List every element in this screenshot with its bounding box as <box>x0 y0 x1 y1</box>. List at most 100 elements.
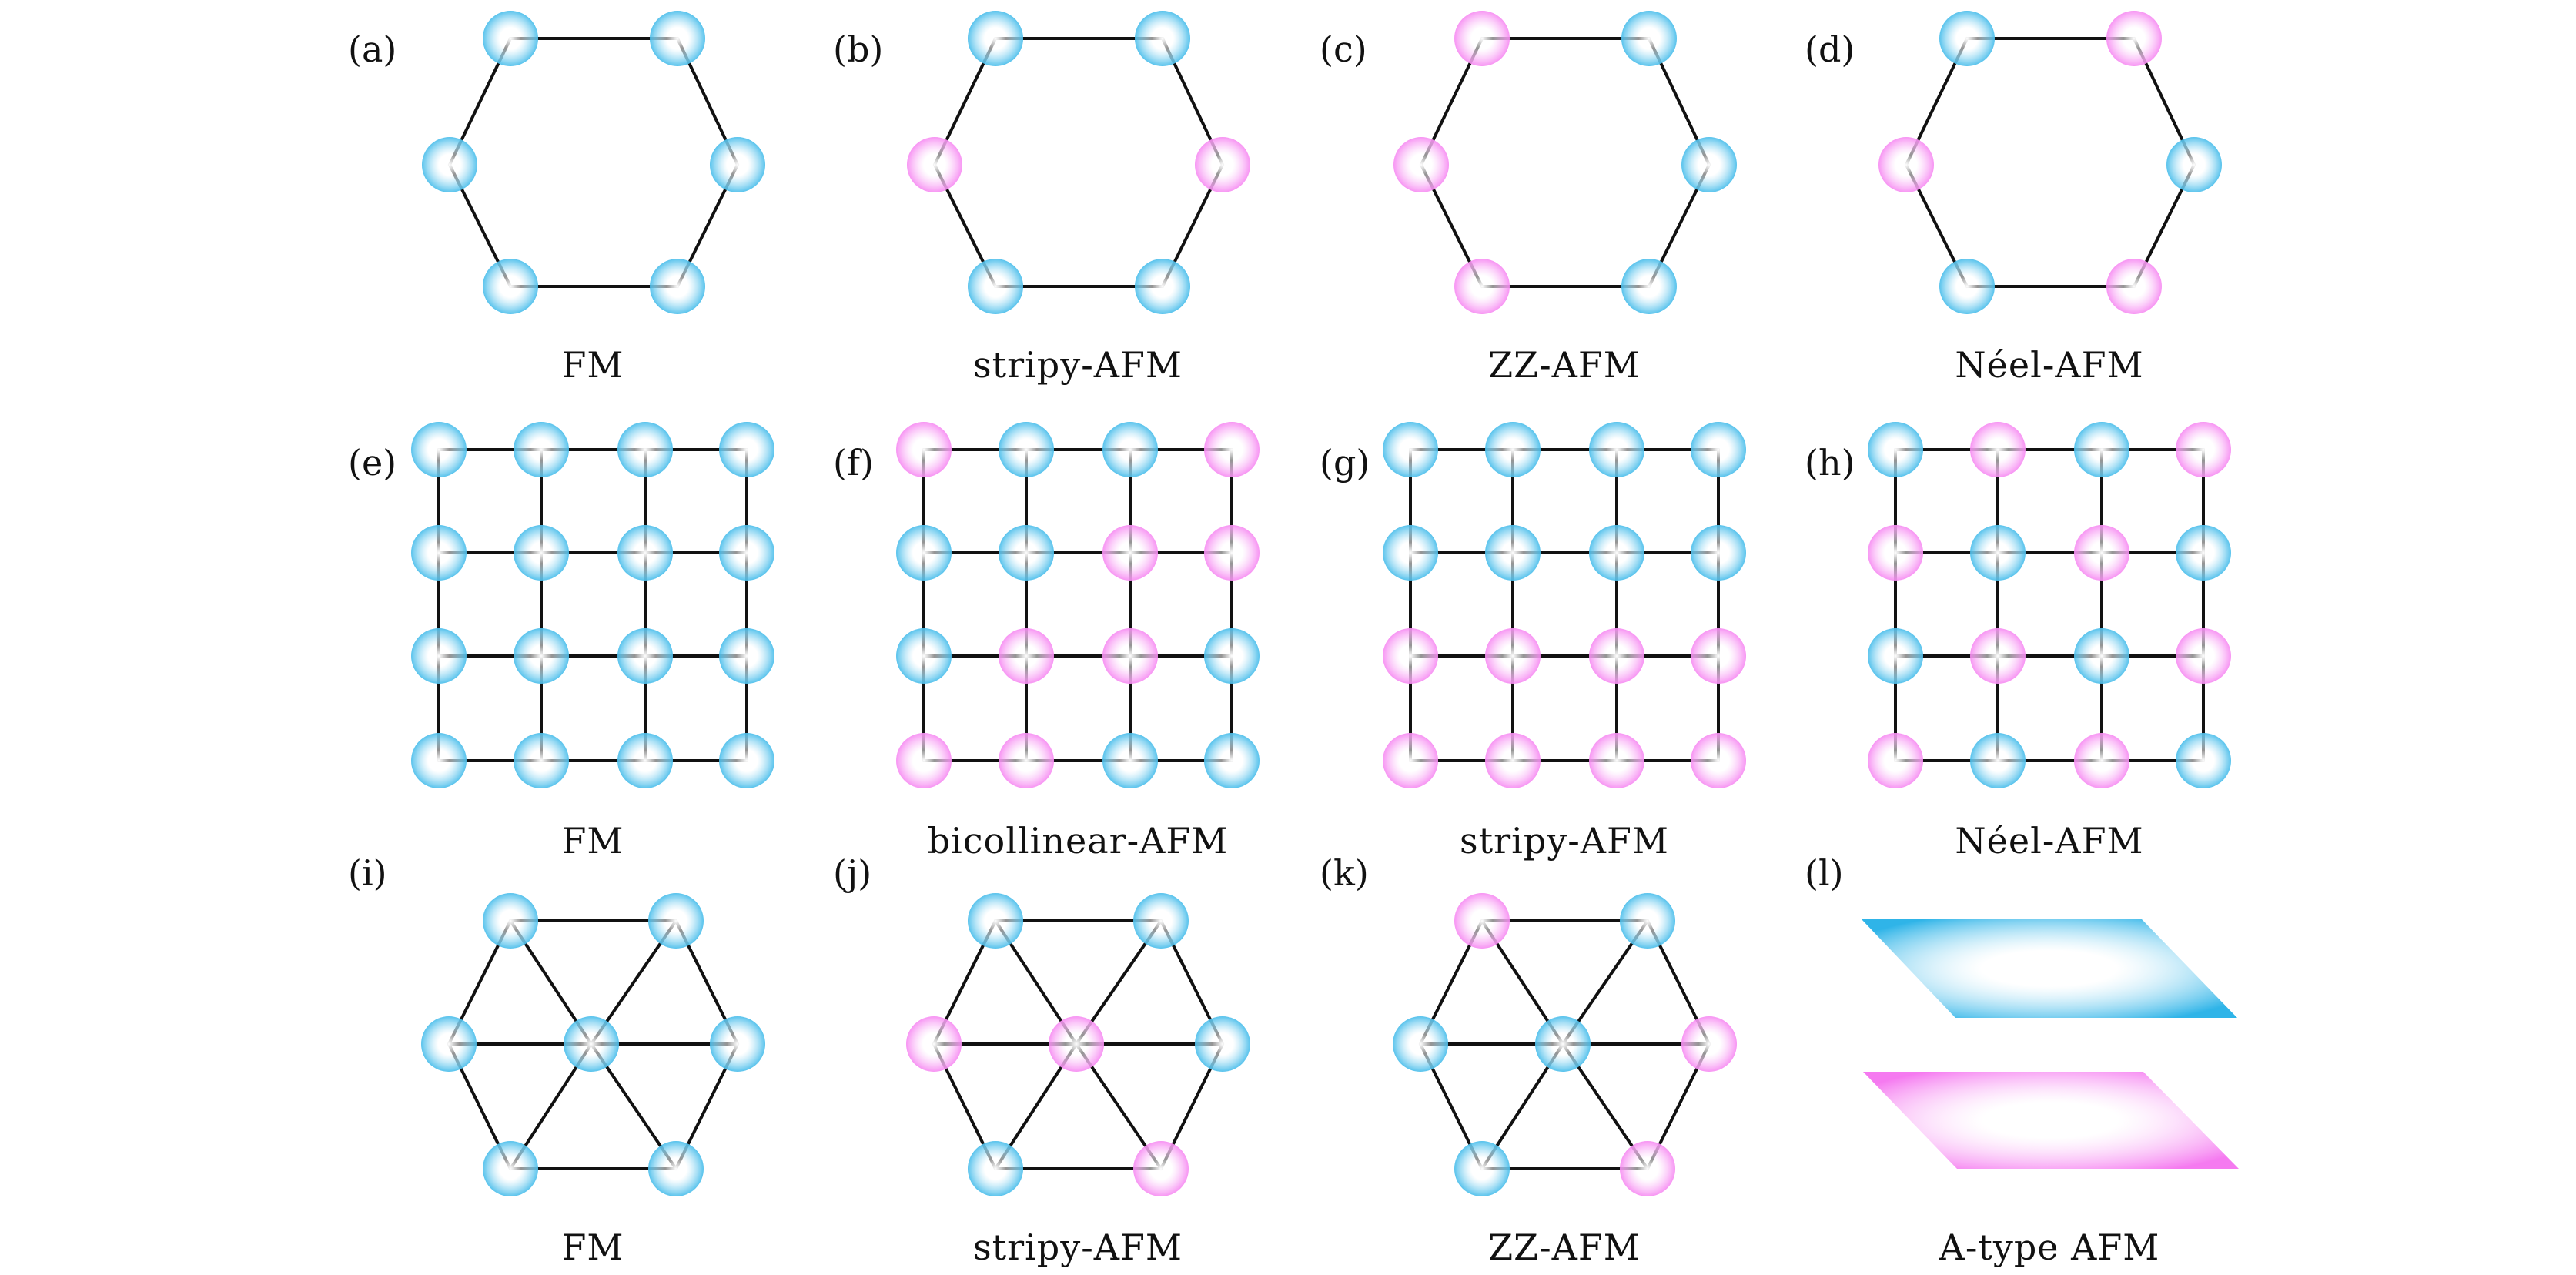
panel-label: (l) <box>1805 852 1844 894</box>
panel-caption: stripy-AFM <box>973 344 1183 386</box>
spin-up-site <box>564 1016 619 1072</box>
panel-caption: ZZ-AFM <box>1488 344 1641 386</box>
spin-up-site <box>617 525 673 581</box>
spin-down-site <box>1485 628 1541 684</box>
spin-down-site <box>1383 628 1438 684</box>
spin-up-site <box>1393 1016 1448 1072</box>
spin-up-site <box>968 259 1023 314</box>
panel-i: (i) FM <box>348 852 765 1268</box>
spin-up-site <box>1135 11 1190 66</box>
spin-up-site <box>617 422 673 477</box>
spin-down-site <box>2106 259 2162 314</box>
panel-caption: FM <box>561 820 624 862</box>
spin-up-site <box>617 733 673 788</box>
spin-up-site <box>1195 1016 1250 1072</box>
spin-up-site <box>514 628 569 684</box>
spin-down-layer <box>1863 1072 2239 1169</box>
panel-f: (f) bicollinear-AFM <box>833 422 1260 862</box>
panel-label: (b) <box>833 28 883 70</box>
spin-down-site <box>1620 1141 1675 1196</box>
spin-up-site <box>896 525 952 581</box>
spin-up-layer <box>1862 919 2237 1018</box>
spin-down-site <box>896 422 952 477</box>
spin-down-site <box>2176 422 2231 477</box>
spin-up-site <box>999 422 1054 477</box>
spin-up-site <box>1383 422 1438 477</box>
spin-up-site <box>1970 733 2026 788</box>
spin-down-site <box>1049 1016 1104 1072</box>
panel-caption: Néel-AFM <box>1955 820 2143 862</box>
panel-caption: FM <box>561 1226 624 1268</box>
panel-b: (b) stripy-AFM <box>833 11 1250 386</box>
panel-caption: Néel-AFM <box>1955 344 2143 386</box>
spin-up-site <box>2166 137 2222 192</box>
panel-h: (h)Néel-AFM <box>1805 422 2231 862</box>
spin-up-site <box>896 628 952 684</box>
spin-down-site <box>1102 525 1158 581</box>
panel-label: (f) <box>833 442 874 484</box>
spin-up-site <box>1102 733 1158 788</box>
spin-down-site <box>1454 11 1510 66</box>
panel-caption: ZZ-AFM <box>1488 1226 1641 1268</box>
panel-label: (g) <box>1320 442 1370 484</box>
panel-a: (a)FM <box>348 11 765 386</box>
spin-up-site <box>483 259 538 314</box>
spin-up-site <box>483 11 538 66</box>
spin-down-site <box>1204 525 1260 581</box>
spin-up-site <box>1485 525 1541 581</box>
panel-label: (a) <box>348 28 396 70</box>
panel-label: (i) <box>348 852 387 894</box>
spin-up-site <box>650 11 705 66</box>
spin-down-site <box>1485 733 1541 788</box>
panel-e: (e) FM <box>348 422 774 862</box>
spin-up-site <box>411 525 467 581</box>
spin-up-site <box>1621 11 1677 66</box>
spin-down-site <box>1589 628 1644 684</box>
spin-up-site <box>648 893 704 949</box>
panel-g: (g) stripy-AFM <box>1320 422 1746 862</box>
spin-down-site <box>1589 733 1644 788</box>
panel-label: (e) <box>348 442 396 484</box>
spin-up-site <box>514 422 569 477</box>
spin-up-site <box>1681 137 1737 192</box>
spin-down-site <box>1454 893 1510 949</box>
spin-up-site <box>968 893 1023 949</box>
spin-up-site <box>1589 525 1644 581</box>
spin-up-site <box>710 1016 765 1072</box>
spin-down-site <box>1133 1141 1189 1196</box>
spin-up-site <box>968 1141 1023 1196</box>
spin-up-site <box>1620 893 1675 949</box>
spin-up-site <box>1204 628 1260 684</box>
spin-down-site <box>1681 1016 1737 1072</box>
spin-up-site <box>1621 259 1677 314</box>
spin-up-site <box>1939 259 1995 314</box>
spin-up-site <box>2074 628 2129 684</box>
spin-up-site <box>2176 733 2231 788</box>
spin-up-site <box>514 525 569 581</box>
spin-up-site <box>1691 422 1746 477</box>
spin-down-site <box>1878 137 1934 192</box>
panel-caption: stripy-AFM <box>1460 820 1669 862</box>
spin-up-site <box>1939 11 1995 66</box>
spin-down-site <box>1691 733 1746 788</box>
spin-up-site <box>710 137 765 192</box>
panel-label: (c) <box>1320 28 1367 70</box>
spin-up-site <box>411 628 467 684</box>
spin-up-site <box>411 733 467 788</box>
spin-up-site <box>411 422 467 477</box>
panel-label: (d) <box>1805 28 1855 70</box>
spin-up-site <box>719 628 774 684</box>
spin-down-site <box>2074 525 2129 581</box>
panel-caption: bicollinear-AFM <box>928 820 1229 862</box>
spin-up-site <box>617 628 673 684</box>
spin-up-site <box>650 259 705 314</box>
spin-up-site <box>1204 733 1260 788</box>
spin-up-site <box>1102 422 1158 477</box>
panel-label: (j) <box>833 852 871 894</box>
spin-down-site <box>2106 11 2162 66</box>
spin-up-site <box>2074 422 2129 477</box>
spin-up-site <box>648 1141 704 1196</box>
panel-caption: A-type AFM <box>1939 1226 2160 1268</box>
spin-down-site <box>1204 422 1260 477</box>
